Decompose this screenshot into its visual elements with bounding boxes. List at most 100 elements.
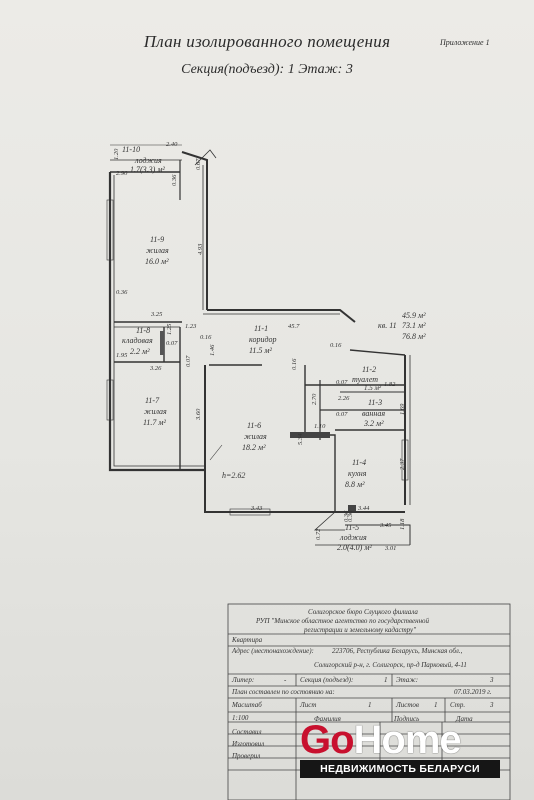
apartment-area-2: 73.1 м² bbox=[402, 321, 426, 330]
room-area-11-3: 3.2 м² bbox=[363, 419, 384, 428]
stamp-sheets-label: Листов bbox=[396, 701, 419, 709]
room-id-11-5: 11-5 bbox=[345, 523, 359, 532]
dim-label: 2.37 bbox=[399, 458, 406, 470]
dim-label: 45.7 bbox=[288, 323, 300, 330]
room-area-11-8: 2.2 м² bbox=[130, 347, 150, 356]
dim-label: 0.07 bbox=[336, 379, 348, 386]
appendix-note: Приложение 1 bbox=[440, 38, 490, 47]
room-name-11-7: жилая bbox=[144, 407, 167, 416]
dim-label: 0.07 bbox=[166, 340, 178, 347]
room-id-11-8: 11-8 bbox=[136, 326, 150, 335]
dim-label: 3.25 bbox=[150, 311, 163, 318]
room-name-11-4: кухня bbox=[348, 469, 367, 478]
room-id-11-1: 11-1 bbox=[254, 324, 268, 333]
stamp-org-line3: регистрации и земельному кадастру" bbox=[304, 626, 417, 634]
dim-label: 3.26 bbox=[149, 365, 162, 372]
dim-label: 0.36 bbox=[347, 510, 354, 522]
stamp-sheet-label: Лист bbox=[300, 701, 317, 709]
stamp-section-value: 1 bbox=[384, 676, 388, 684]
stamp-address-line2: Солигорский р-н, г. Солигорск, пр-д Парк… bbox=[314, 661, 467, 669]
stamp-sheet-value: 1 bbox=[368, 701, 372, 709]
room-id-11-3: 11-3 bbox=[368, 398, 382, 407]
room-id-11-10: 11-10 bbox=[122, 145, 140, 154]
stamp-person-col: Фамилия bbox=[314, 715, 341, 723]
stamp-page-label: Стр. bbox=[450, 701, 466, 709]
dim-label: 4.93 bbox=[197, 243, 204, 255]
dim-label: 2.26 bbox=[338, 395, 350, 402]
room-name-11-5: лоджия bbox=[339, 533, 367, 542]
stamp-address-line1: 223706, Республика Беларусь, Минская обл… bbox=[332, 647, 463, 655]
stamp-sign-col: Подпись bbox=[394, 715, 420, 723]
stamp-scale-label: Масштаб bbox=[232, 701, 262, 709]
plan-subtitle: Секция(подъезд): 1 Этаж: 3 bbox=[181, 62, 353, 77]
logo-wordmark: GoHome bbox=[300, 718, 462, 762]
room-id-11-4: 11-4 bbox=[352, 458, 366, 467]
dim-label: 0.36 bbox=[116, 289, 128, 296]
stamp-org-line1: Солигорское бюро Слуцкого филиала bbox=[308, 608, 418, 616]
dim-label: 0.07 bbox=[185, 355, 192, 367]
stamp-page-value: 3 bbox=[490, 701, 494, 709]
room-area-11-9: 16.0 м² bbox=[145, 257, 169, 266]
dim-label: 2.90 bbox=[116, 170, 128, 177]
gohome-logo: GoHome НЕДВИЖИМОСТЬ БЕЛАРУСИ bbox=[300, 718, 500, 800]
dim-label: 0.16 bbox=[291, 358, 298, 370]
room-area-11-1: 11.5 м² bbox=[249, 346, 273, 355]
dim-label: 0.72 bbox=[315, 528, 322, 540]
dim-label: 0.67 bbox=[195, 158, 202, 170]
ceiling-height: h=2.62 bbox=[222, 471, 245, 480]
stamp-role-made: Изготовил bbox=[232, 740, 265, 748]
stamp-section-label: Секция (подъезд): bbox=[300, 676, 354, 684]
room-id-11-2: 11-2 bbox=[362, 365, 376, 374]
room-id-11-7: 11-7 bbox=[145, 396, 160, 405]
dim-label: 3.45 bbox=[379, 522, 392, 529]
stamp-floor-value: 3 bbox=[490, 676, 494, 684]
stamp-kind: Квартира bbox=[232, 636, 263, 644]
room-area-11-5: 2.0(4.0) м² bbox=[337, 543, 372, 552]
dim-label: 3.60 bbox=[195, 408, 202, 421]
dim-label: 1.23 bbox=[185, 323, 197, 330]
room-name-11-9: жилая bbox=[146, 246, 169, 255]
dim-label: 0.36 bbox=[171, 174, 178, 186]
stamp-sheets-value: 1 bbox=[434, 701, 438, 709]
room-area-11-2: 1.5 м² bbox=[364, 384, 382, 392]
dim-label: 2.40 bbox=[166, 141, 178, 148]
room-name-11-6: жилая bbox=[244, 432, 267, 441]
room-name-11-8: кладовая bbox=[122, 336, 153, 345]
room-name-11-3: ванная bbox=[362, 409, 385, 418]
dim-label: 0.36 bbox=[343, 510, 350, 522]
room-id-11-6: 11-6 bbox=[247, 421, 261, 430]
dim-label: 2.70 bbox=[311, 393, 318, 405]
dim-label: 1.95 bbox=[116, 352, 128, 359]
dim-label: 1.69 bbox=[399, 403, 406, 415]
room-name-11-10: лоджия bbox=[134, 156, 162, 165]
dim-label: 1.20 bbox=[113, 148, 120, 160]
room-area-11-7: 11.7 м² bbox=[143, 418, 167, 427]
apartment-label: кв. 11 bbox=[378, 321, 397, 330]
room-area-11-4: 8.8 м² bbox=[345, 480, 365, 489]
dim-label: 1.46 bbox=[209, 344, 216, 356]
room-area-11-10: 1.7(3.3) м² bbox=[130, 165, 165, 174]
room-id-11-9: 11-9 bbox=[150, 235, 164, 244]
dim-label: 0.07 bbox=[336, 411, 348, 418]
stamp-state-date: 07.03.2019 г. bbox=[454, 688, 492, 696]
stamp-state-label: План составлен по состоянию на: bbox=[232, 688, 335, 696]
stamp-role-compiled: Составил bbox=[232, 728, 262, 736]
room-name-11-2: туалет bbox=[352, 375, 378, 384]
dim-label: 0.16 bbox=[330, 342, 342, 349]
stamp-role-checked: Проверил bbox=[232, 752, 261, 760]
dim-label: 5.34 bbox=[297, 433, 304, 445]
apartment-area-3: 76.8 м² bbox=[402, 332, 426, 341]
room-name-11-1: коридор bbox=[249, 335, 276, 344]
apartment-area-1: 45.9 м² bbox=[402, 311, 426, 320]
dim-label: 3.01 bbox=[384, 545, 396, 552]
stamp-scale-value: 1:100 bbox=[232, 714, 249, 722]
plan-title: План изолированного помещения bbox=[143, 32, 391, 51]
dim-label: 1.10 bbox=[314, 423, 326, 430]
dim-label: 1.25 bbox=[166, 323, 173, 335]
stamp-liter-label: Литер: bbox=[232, 676, 255, 684]
dim-label: 3.43 bbox=[250, 505, 263, 512]
stamp-address-label: Адрес (местонахождение): bbox=[232, 647, 314, 655]
stamp-floor-label: Этаж: bbox=[396, 676, 419, 684]
